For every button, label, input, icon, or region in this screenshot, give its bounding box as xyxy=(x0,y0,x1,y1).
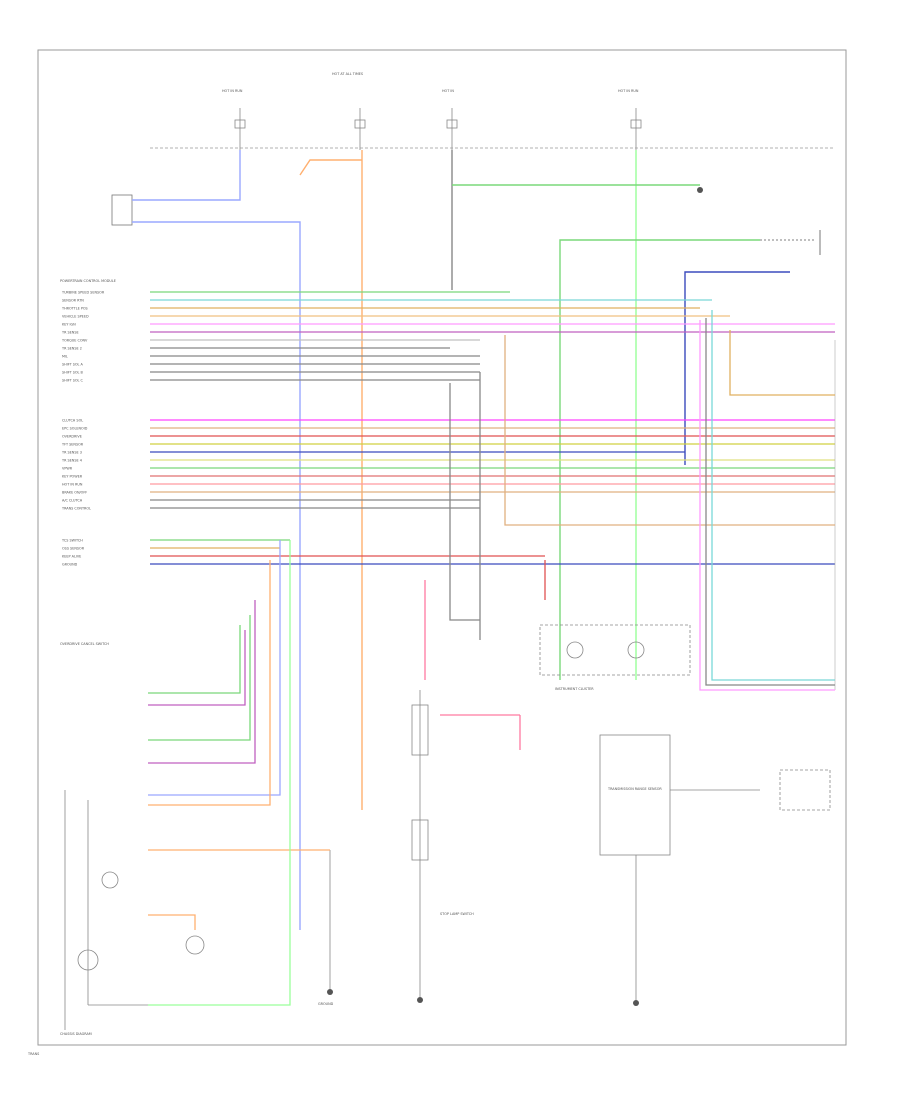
right-green-block xyxy=(452,184,821,680)
pcm-pin-label: OSS SENSOR xyxy=(62,546,85,550)
trs-label: TRANSMISSION RANGE SENSOR xyxy=(607,787,662,791)
pcm-pin-label: TURBINE SPEED SENSOR xyxy=(61,290,105,294)
brake-switch xyxy=(411,690,429,1003)
pcm-pin-label: TR SENSE 2 xyxy=(61,346,82,350)
instrument-cluster-label: INSTRUMENT CLUSTER xyxy=(555,687,594,691)
overdrive-switch-label: OVERDRIVE CANCEL SWITCH xyxy=(60,642,109,646)
pcm-pin-label: KEY POWER xyxy=(62,474,83,478)
ground-label: GROUND xyxy=(318,1002,334,1006)
pcm-pin-label: GROUND xyxy=(62,562,78,566)
fuse-4-label: HOT IN RUN xyxy=(618,89,639,93)
pcm-pin-label: TR SENSE 3 xyxy=(61,450,82,454)
footer-left: TRANS xyxy=(27,1052,39,1056)
pcm-pin-label: HOT IN RUN xyxy=(62,482,83,486)
pcm-pin-label: TORQUE CONV xyxy=(61,338,88,342)
pcm-pin-label: VEHICLE SPEED xyxy=(62,314,89,318)
fuse-3-label: HOT IN xyxy=(442,89,454,93)
pcm-pin-label: TCS SWITCH xyxy=(61,538,83,542)
bottom-note: CHASSIS DIAGRAM xyxy=(60,1032,92,1036)
pcm-pin-label: TR SENSE xyxy=(61,330,79,334)
pcm-pin-label: VPWR xyxy=(62,466,73,470)
middle-drops xyxy=(424,310,835,750)
pcm-pin-label: MIL xyxy=(62,354,68,358)
pcm-pin-label: SHIFT SOL B xyxy=(62,370,84,374)
diagram-frame xyxy=(37,49,847,1046)
pcm-pin-label: KEEP ALIVE xyxy=(62,554,81,558)
pcm-pin-label: TRANS CONTROL xyxy=(61,506,91,510)
pcm-pin-label: TFT SENSOR xyxy=(61,442,84,446)
vertical-feeds xyxy=(239,150,637,810)
pcm-section-title: POWERTRAIN CONTROL MODULE xyxy=(60,279,116,283)
fuse-2-label: HOT AT ALL TIMES xyxy=(332,72,363,76)
pcm-pin-label: SENSOR RTN xyxy=(62,298,84,302)
ground-point xyxy=(327,850,333,995)
pcm-pin-label: SHIFT SOL C xyxy=(62,378,84,382)
pcm-pin-labels: TURBINE SPEED SENSOR SENSOR RTN THROTTLE P… xyxy=(61,290,105,566)
pcm-pin-label: THROTTLE POS xyxy=(61,306,88,310)
pcm-pin-label: BRAKE ON/OFF xyxy=(62,490,87,494)
trans-range-sensor xyxy=(599,734,831,1006)
pcm-pin-label: SHIFT SOL A xyxy=(62,362,84,366)
pcm-pin-label: OVERDRIVE xyxy=(62,434,82,438)
harness-wires xyxy=(150,291,835,565)
pcm-pin-label: EPC SOLENOID xyxy=(62,426,88,430)
fuse-1-label: HOT IN RUN xyxy=(222,89,243,93)
lower-left-frame xyxy=(64,790,205,1030)
pcm-pin-label: TR SENSE 4 xyxy=(61,458,82,462)
instrument-cluster xyxy=(539,624,691,676)
pcm-pin-label: CLUTCH SOL xyxy=(62,418,83,422)
top-fuses xyxy=(234,108,642,150)
brake-switch-label: STOP LAMP SWITCH xyxy=(440,912,474,916)
pcm-pin-label: A/C CLUTCH xyxy=(62,498,83,502)
pcm-pin-label: KEY IGN xyxy=(62,322,76,326)
lower-left-components xyxy=(148,540,330,1006)
left-sensor-block xyxy=(111,180,301,930)
